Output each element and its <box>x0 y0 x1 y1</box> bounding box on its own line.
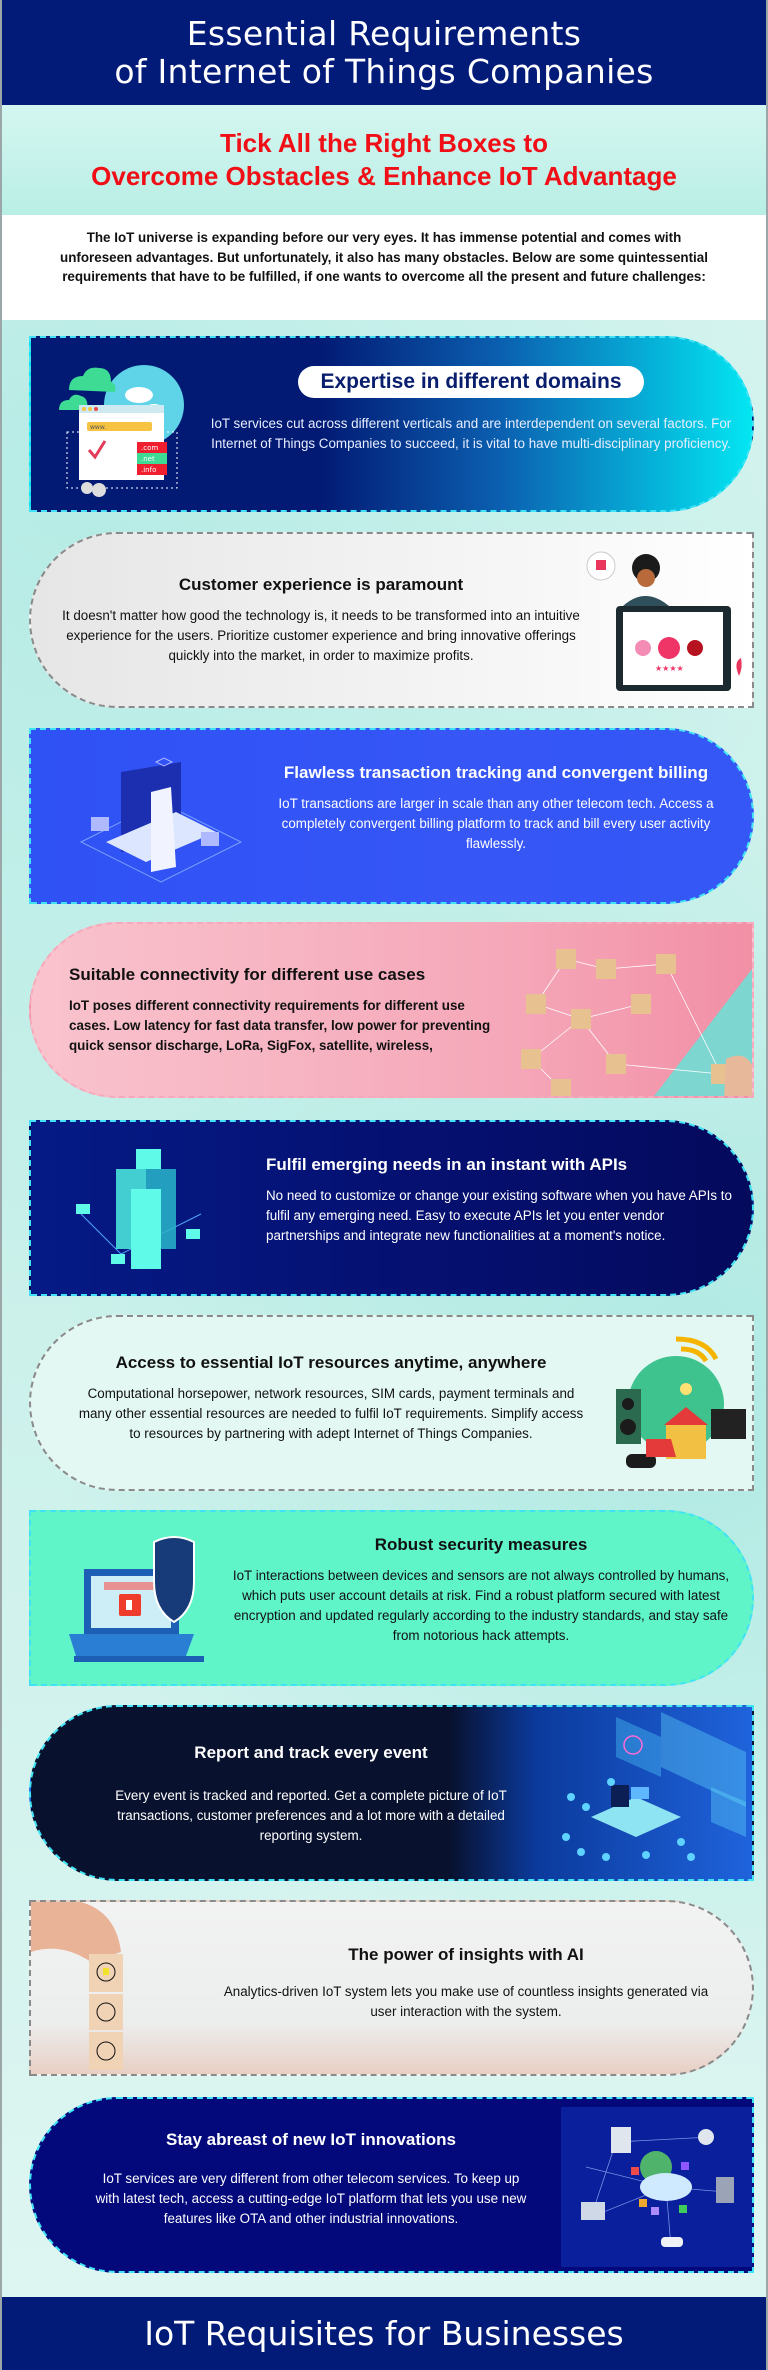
footer-title: IoT Requisites for Businesses <box>144 2314 624 2353</box>
card-customer-experience-content: Customer experience is paramount It does… <box>61 574 581 666</box>
card-innovations: Stay abreast of new IoT innovations IoT … <box>29 2097 754 2273</box>
card-reporting: Report and track every event Every event… <box>29 1705 754 1881</box>
card-ai-insights: The power of insights with AI Analytics-… <box>29 1900 754 2076</box>
customer-rating-tablet-icon: ★★★★ <box>571 546 751 696</box>
card-ai-insights-body: Analytics-driven IoT system lets you mak… <box>223 1984 709 2019</box>
page-footer: IoT Requisites for Businesses <box>2 2297 766 2370</box>
card-billing-content: Flawless transaction tracking and conver… <box>261 762 731 854</box>
svg-text:www.: www. <box>90 424 106 431</box>
card-customer-experience-title: Customer experience is paramount <box>178 575 464 594</box>
card-billing: Flawless transaction tracking and conver… <box>29 728 754 904</box>
card-expertise-content: Expertise in different domains IoT servi… <box>201 366 741 454</box>
card-expertise-body: IoT services cut across different vertic… <box>210 416 732 451</box>
card-resources: Access to essential IoT resources anytim… <box>29 1315 754 1491</box>
billing-laptop-receipt-icon <box>51 742 251 892</box>
card-innovations-content: Stay abreast of new IoT innovations IoT … <box>91 2129 531 2229</box>
svg-text:.net: .net <box>141 455 155 463</box>
intro-paragraph: The IoT universe is expanding before our… <box>2 215 766 320</box>
card-ai-insights-content: The power of insights with AI Analytics-… <box>221 1944 711 2022</box>
card-expertise: www. .com .net .info Expertise in differ… <box>29 336 754 512</box>
svg-text:★★★★: ★★★★ <box>655 664 684 673</box>
header-title-line2: of Internet of Things Companies <box>114 51 654 91</box>
network-blocks-icon <box>501 924 752 1096</box>
card-customer-experience-body: It doesn't matter how good the technolog… <box>62 608 580 663</box>
card-billing-title: Flawless transaction tracking and conver… <box>283 763 709 782</box>
card-innovations-body: IoT services are very different from oth… <box>95 2171 527 2226</box>
card-connectivity-body: IoT poses different connectivity require… <box>69 998 491 1053</box>
card-connectivity: Suitable connectivity for different use … <box>29 922 754 1098</box>
card-reporting-content: Report and track every event Every event… <box>91 1742 531 1846</box>
svg-text:.info: .info <box>141 466 156 474</box>
card-apis-content: Fulfil emerging needs in an instant with… <box>266 1154 736 1246</box>
card-security: Robust security measures IoT interaction… <box>29 1510 754 1686</box>
card-reporting-title: Report and track every event <box>194 1743 428 1762</box>
svg-text:.com: .com <box>141 444 158 452</box>
card-security-title: Robust security measures <box>374 1535 588 1554</box>
card-customer-experience: Customer experience is paramount It does… <box>29 532 754 708</box>
card-connectivity-title: Suitable connectivity for different use … <box>69 965 426 984</box>
subheader-line2: Overcome Obstacles & Enhance IoT Advanta… <box>91 161 677 191</box>
subheader-line1: Tick All the Right Boxes to <box>220 128 548 158</box>
card-resources-title: Access to essential IoT resources anytim… <box>115 1353 547 1372</box>
card-apis-body: No need to customize or change your exis… <box>266 1188 732 1243</box>
card-security-body: IoT interactions between devices and sen… <box>232 1568 730 1643</box>
iot-devices-globe-icon <box>586 1329 752 1479</box>
card-billing-body: IoT transactions are larger in scale tha… <box>278 796 714 851</box>
card-connectivity-content: Suitable connectivity for different use … <box>69 964 509 1056</box>
card-resources-body: Computational horsepower, network resour… <box>78 1386 584 1441</box>
card-ai-insights-title: The power of insights with AI <box>348 1945 584 1964</box>
ai-head-blocks-icon <box>31 1902 181 2074</box>
card-apis-title: Fulfil emerging needs in an instant with… <box>266 1155 628 1174</box>
reporting-dashboard-icon <box>551 1707 752 1879</box>
card-innovations-title: Stay abreast of new IoT innovations <box>166 2130 456 2149</box>
server-towers-icon <box>61 1134 241 1284</box>
card-security-content: Robust security measures IoT interaction… <box>231 1534 731 1646</box>
card-reporting-body: Every event is tracked and reported. Get… <box>115 1788 507 1843</box>
card-apis: Fulfil emerging needs in an instant with… <box>29 1120 754 1296</box>
domain-browser-icon: www. .com .net .info <box>49 350 199 500</box>
subheader-band: Tick All the Right Boxes to Overcome Obs… <box>2 105 766 215</box>
card-resources-content: Access to essential IoT resources anytim… <box>76 1352 586 1444</box>
iot-cloud-network-icon <box>561 2107 752 2267</box>
header-title-line1: Essential Requirements <box>186 13 582 53</box>
shield-laptop-lock-icon <box>49 1524 229 1674</box>
card-expertise-title: Expertise in different domains <box>298 366 644 398</box>
page-header: Essential Requirements of Internet of Th… <box>2 0 766 105</box>
